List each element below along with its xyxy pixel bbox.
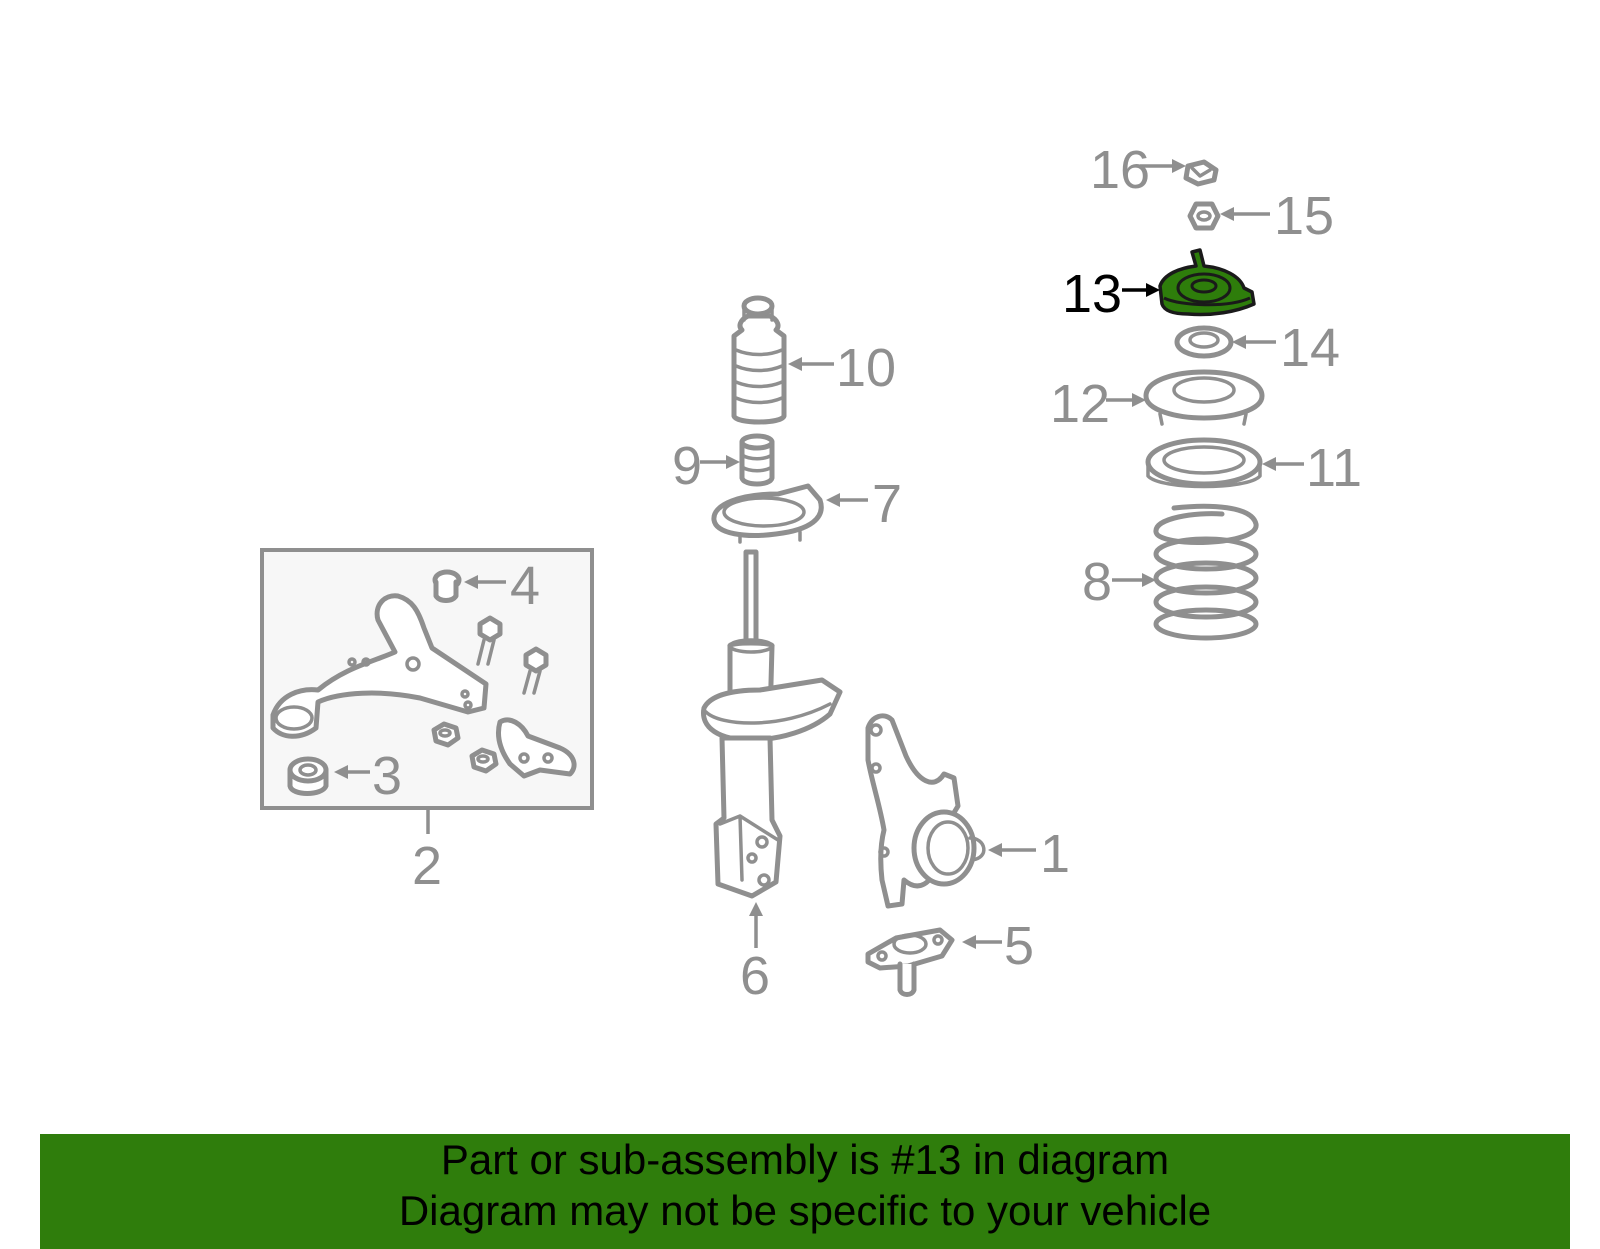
part-1-knuckle	[865, 713, 986, 909]
label-1: 1	[1040, 824, 1070, 884]
part-3-bushing	[287, 756, 329, 796]
label-7: 7	[872, 474, 902, 534]
part-12-upper-spring-seat	[1143, 369, 1265, 426]
label-10: 10	[836, 338, 896, 398]
part-10-dust-boot	[731, 295, 787, 425]
info-banner: Part or sub-assembly is #13 in diagram D…	[40, 1134, 1570, 1249]
part-6-strut	[701, 549, 843, 899]
label-5: 5	[1004, 916, 1034, 976]
part-16-cap	[1183, 159, 1219, 187]
lower-arm-drawing	[270, 593, 577, 779]
part-8-coil-spring	[1153, 503, 1259, 641]
label-13: 13	[1062, 264, 1122, 324]
part-13-strut-mount-highlighted	[1158, 248, 1256, 317]
label-16: 16	[1090, 140, 1150, 200]
part-9-bump-stop	[739, 433, 775, 487]
part-11-insulator	[1145, 437, 1263, 489]
label-12: 12	[1050, 374, 1110, 434]
label-2: 2	[412, 836, 442, 896]
label-6: 6	[740, 946, 770, 1006]
leader-lines	[334, 159, 1304, 949]
label-11: 11	[1306, 438, 1362, 498]
part-5-ball-joint	[865, 927, 955, 997]
part-14-bearing	[1174, 325, 1234, 359]
label-4: 4	[510, 556, 540, 616]
part-15-nut	[1187, 201, 1221, 231]
banner-line-2: Diagram may not be specific to your vehi…	[398, 1187, 1212, 1234]
label-9: 9	[672, 436, 702, 496]
label-8: 8	[1082, 552, 1112, 612]
label-15: 15	[1274, 186, 1334, 246]
label-3: 3	[372, 746, 402, 806]
part-4-bushing	[432, 569, 462, 603]
label-14: 14	[1280, 318, 1340, 378]
banner-line-1: Part or sub-assembly is #13 in diagram	[440, 1136, 1170, 1183]
part-7-spring-seat	[711, 483, 824, 544]
